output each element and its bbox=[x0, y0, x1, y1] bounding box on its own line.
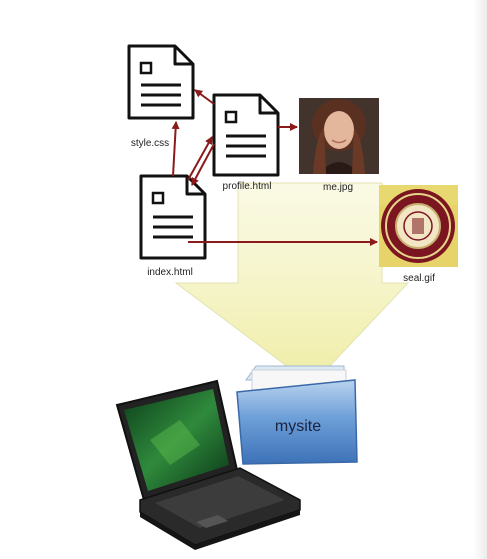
arrow-index-to-profile bbox=[187, 136, 213, 181]
university-seal-icon bbox=[379, 185, 458, 267]
laptop-icon bbox=[115, 379, 301, 550]
me-jpg-label: me.jpg bbox=[322, 182, 354, 193]
profile-html-label: profile.html bbox=[222, 181, 272, 192]
style-css-label: style.css bbox=[130, 138, 170, 149]
upload-arrow bbox=[174, 182, 410, 386]
style-css-document-icon bbox=[127, 44, 195, 120]
arrow-index-to-style bbox=[171, 121, 180, 177]
portrait-photo bbox=[299, 98, 379, 174]
profile-html-document-icon bbox=[212, 93, 280, 177]
index-html-label: index.html bbox=[147, 267, 193, 278]
link-arrows bbox=[171, 89, 378, 246]
folder-label: mysite bbox=[274, 418, 322, 435]
arrow-profile-to-style bbox=[194, 89, 215, 105]
arrow-profile-to-index bbox=[191, 143, 215, 186]
edge-shadow bbox=[473, 0, 487, 559]
folder-icon bbox=[236, 365, 358, 465]
index-html-document-icon bbox=[139, 174, 207, 260]
seal-gif-label: seal.gif bbox=[403, 273, 435, 284]
